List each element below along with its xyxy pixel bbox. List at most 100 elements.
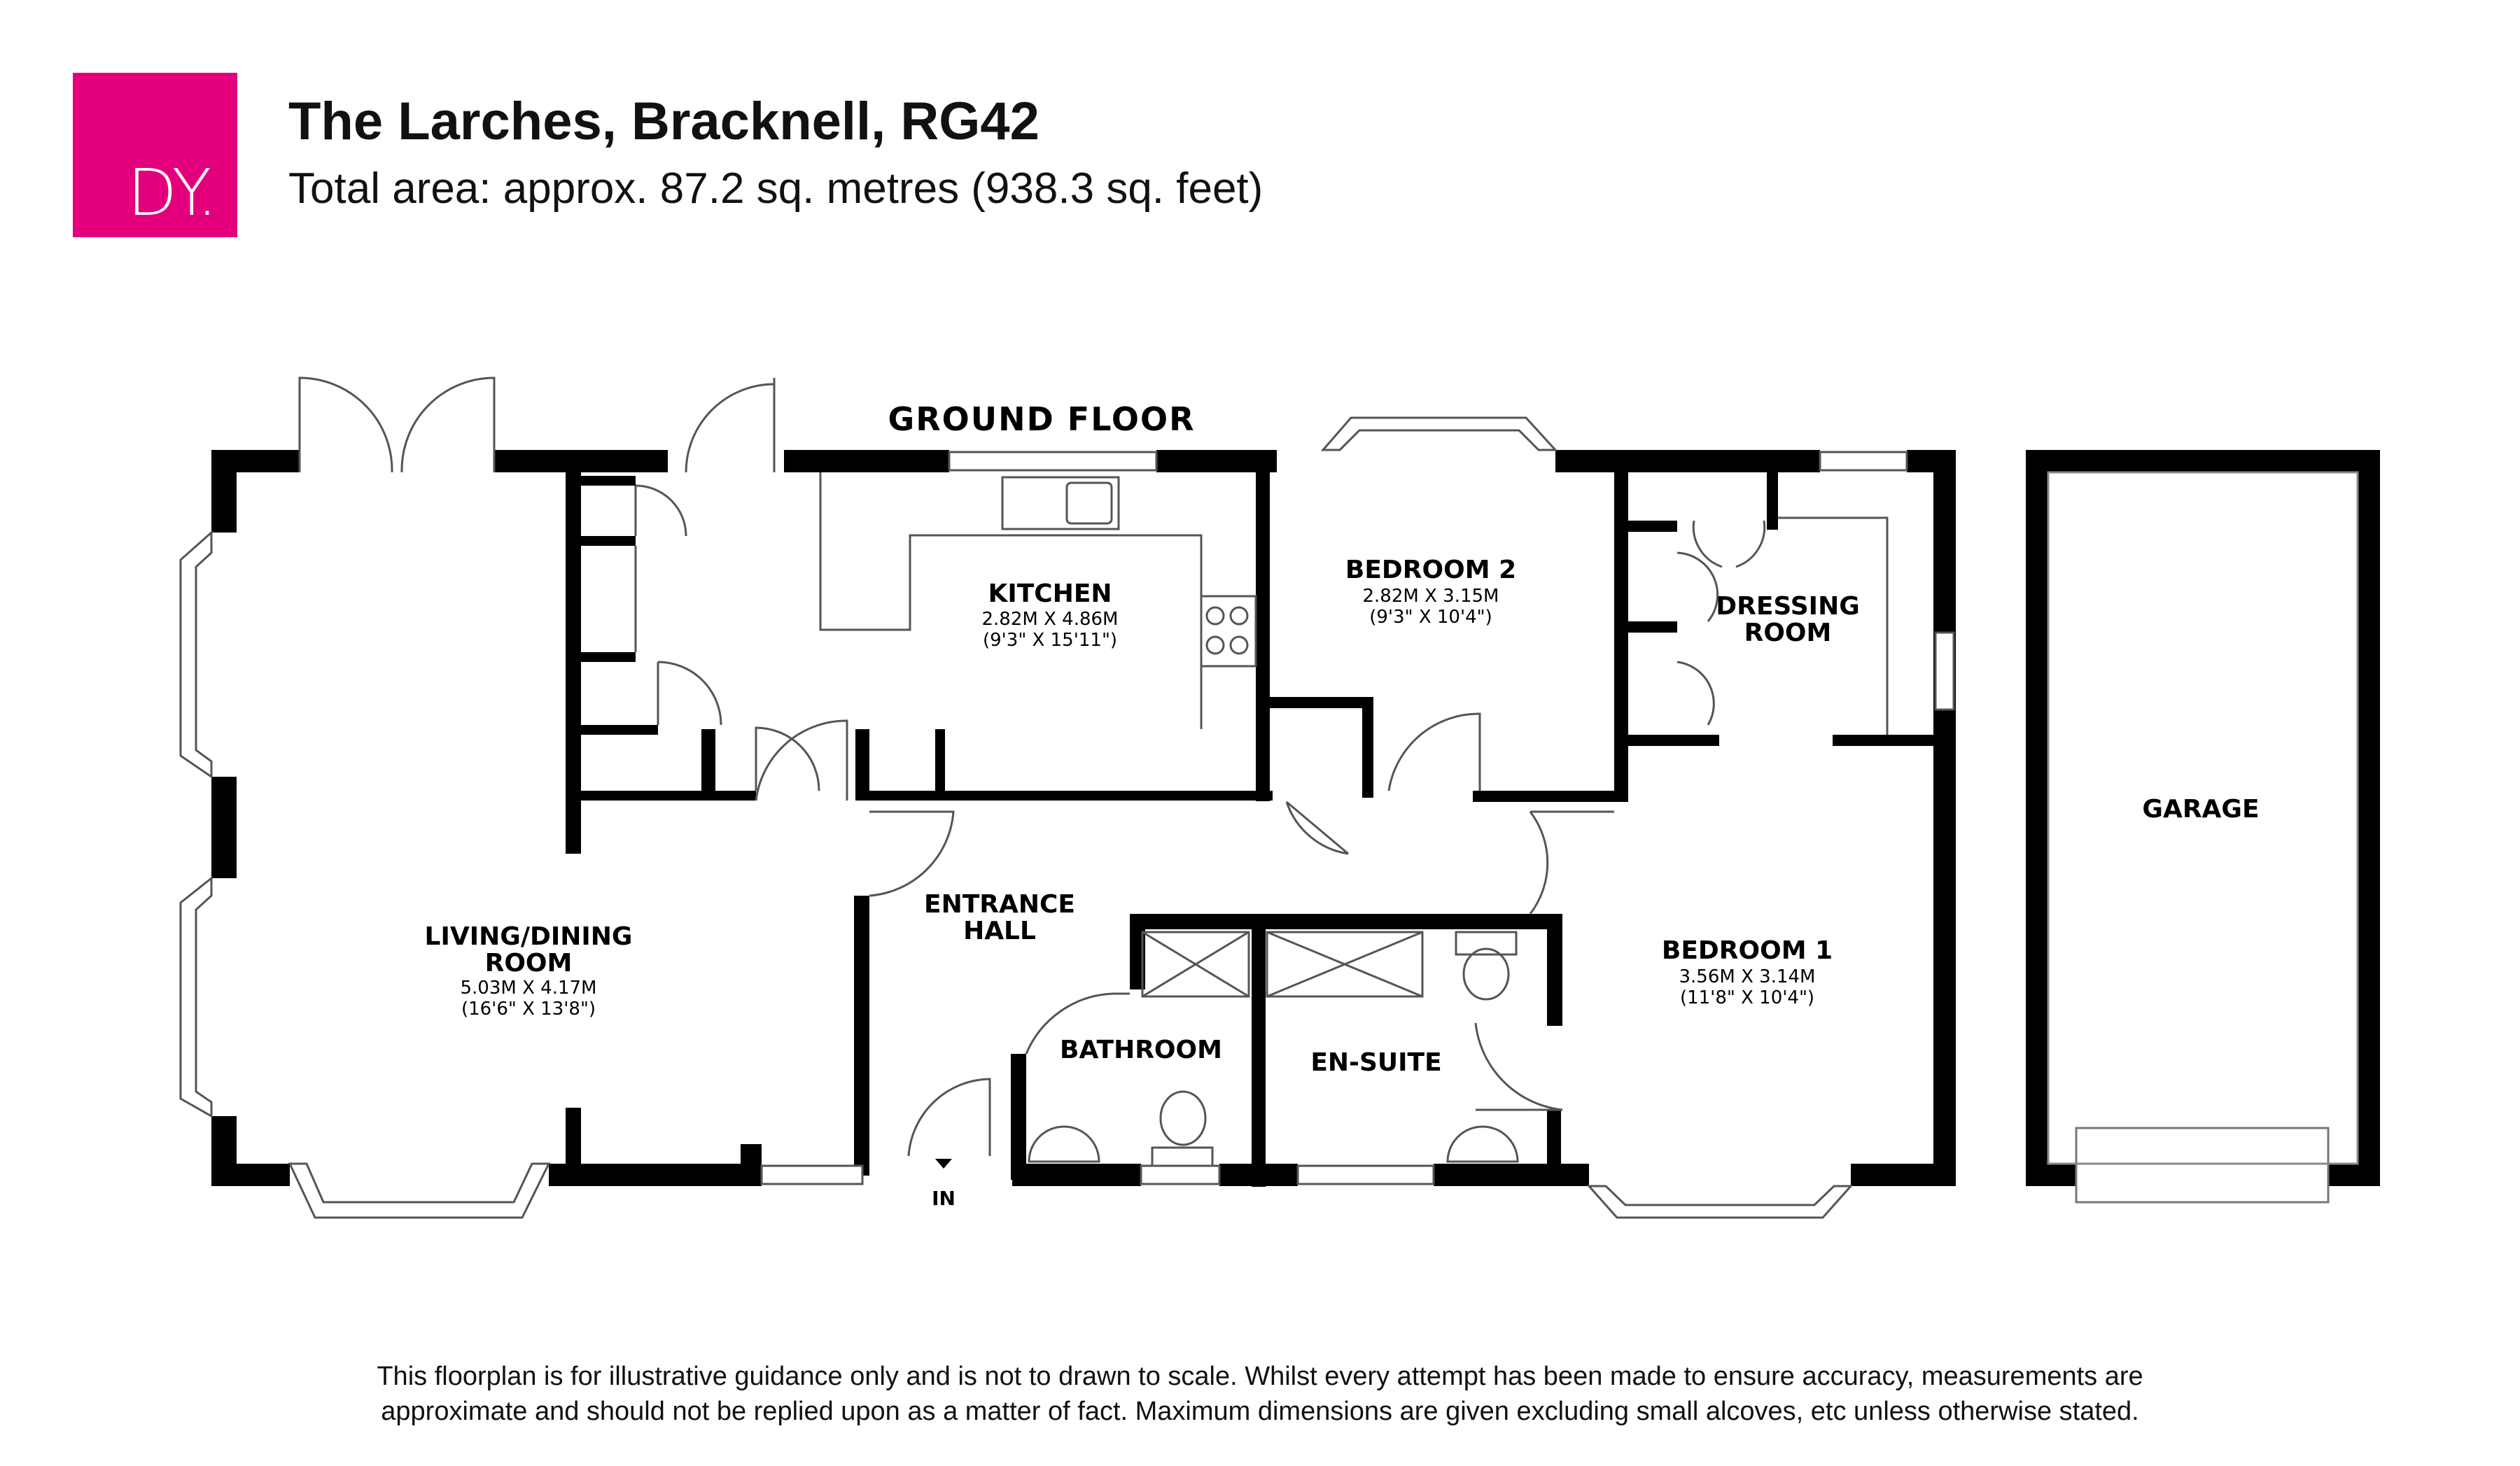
door-swing: [1387, 712, 1481, 791]
window: [760, 1164, 864, 1185]
entry-label: IN: [932, 1187, 955, 1210]
wall: [2026, 450, 2380, 472]
wall: [1012, 1164, 1141, 1186]
door-swing: [1692, 520, 1766, 568]
shower-lines: [1266, 931, 1423, 998]
wall: [1011, 1054, 1026, 1180]
hob-ring: [1205, 606, 1225, 626]
wall: [2328, 1164, 2380, 1186]
door-swing: [907, 1078, 991, 1157]
room-garage: GARAGE: [2142, 795, 2259, 824]
sink-bowl: [1065, 481, 1113, 525]
room-dim-metric: 5.03M X 4.17M: [461, 978, 597, 999]
window: [948, 451, 1158, 472]
basin: [1028, 1125, 1100, 1163]
room-bedroom1: BEDROOM 1 3.56M X 3.14M (11'8" X 10'4"): [1662, 936, 1833, 1008]
wall: [581, 725, 658, 735]
room-hall: ENTRANCE HALL: [924, 890, 1075, 945]
toilet-bowl: [1159, 1090, 1207, 1146]
door-swing: [685, 378, 776, 473]
room-dim-metric: 3.56M X 3.14M: [1679, 966, 1816, 987]
wall: [211, 777, 237, 878]
room-name: BATHROOM: [1060, 1036, 1222, 1064]
room-bathroom: BATHROOM: [1060, 1036, 1222, 1064]
hob: [1200, 595, 1257, 668]
hob-ring: [1205, 635, 1225, 655]
wall: [1767, 472, 1778, 530]
room-name: DRESSING: [1716, 592, 1860, 621]
room-name: HALL: [963, 917, 1036, 945]
garage-door: [2075, 1127, 2330, 1204]
wall: [784, 450, 949, 472]
window: [1934, 631, 1955, 711]
wall: [566, 472, 581, 854]
room-name: EN-SUITE: [1310, 1048, 1441, 1077]
wall: [741, 1144, 762, 1186]
shower-tray: [1266, 931, 1424, 998]
wall: [2026, 450, 2048, 1186]
door-swing: [400, 376, 496, 473]
wall: [581, 536, 636, 546]
garage-inner: [2047, 471, 2359, 1165]
thin-lines: [298, 376, 2359, 1167]
wall: [1628, 521, 1677, 532]
wall: [1362, 697, 1373, 798]
room-dim-imperial: (16'6" X 13'8"): [461, 999, 596, 1020]
door-swing: [657, 661, 722, 726]
wall: [1156, 450, 1277, 472]
wall: [581, 476, 636, 486]
wall: [1130, 914, 1557, 929]
wall: [1614, 472, 1628, 801]
room-name: KITCHEN: [988, 579, 1112, 608]
wall: [935, 729, 945, 794]
total-area: Total area: approx. 87.2 sq. metres (938…: [288, 164, 1264, 213]
bay-window: [1586, 1185, 1854, 1219]
room-name: BEDROOM 1: [1662, 936, 1833, 965]
wall: [1833, 735, 1933, 746]
floor-label: GROUND FLOOR: [888, 400, 1195, 438]
wall: [494, 450, 668, 472]
room-living: LIVING/DINING ROOM 5.03M X 4.17M (16'6" …: [425, 922, 633, 1020]
toilet-cistern: [1151, 1146, 1214, 1167]
wall: [1473, 791, 1628, 802]
door-swing: [755, 719, 848, 801]
basin: [1446, 1125, 1519, 1163]
wall: [566, 1108, 581, 1164]
room-dim-metric: 2.82M X 3.15M: [1363, 586, 1499, 607]
wall: [854, 896, 869, 1176]
wall: [701, 729, 715, 794]
shower-lines: [1142, 931, 1250, 998]
wall: [1547, 914, 1562, 1026]
door-swing: [869, 810, 955, 897]
wall: [855, 791, 1273, 801]
wall: [1628, 735, 1719, 746]
wall: [1434, 1164, 1589, 1186]
bay-window: [179, 530, 213, 779]
room-dim-imperial: (9'3" X 10'4"): [1369, 607, 1492, 628]
property-title: The Larches, Bracknell, RG42: [288, 92, 1040, 151]
room-name: ROOM: [1744, 619, 1832, 647]
wall: [855, 729, 869, 794]
room-name: BEDROOM 2: [1345, 556, 1516, 584]
room-dim-imperial: (11'8" X 10'4"): [1680, 987, 1814, 1008]
room-name: ROOM: [485, 949, 573, 978]
window: [1819, 451, 1908, 472]
wall: [2026, 1164, 2076, 1186]
wall: [549, 1164, 752, 1186]
room-dim-imperial: (9'3" X 15'11"): [983, 630, 1117, 651]
wall: [211, 450, 237, 533]
walls: [211, 450, 2380, 1187]
room-dim-metric: 2.82M X 4.86M: [982, 609, 1119, 630]
wall: [2358, 450, 2380, 1186]
shower-tray: [1141, 931, 1250, 998]
hob-ring: [1229, 606, 1249, 626]
bay-window: [288, 1162, 551, 1219]
door-swing: [634, 484, 687, 537]
window: [1296, 1164, 1435, 1185]
disclaimer: This floorplan is for illustrative guida…: [0, 1359, 2520, 1429]
wall: [1547, 1110, 1561, 1180]
bay-window: [179, 875, 213, 1118]
door-swing: [1676, 551, 1719, 726]
room-kitchen: KITCHEN 2.82M X 4.86M (9'3" X 15'11"): [982, 579, 1119, 651]
